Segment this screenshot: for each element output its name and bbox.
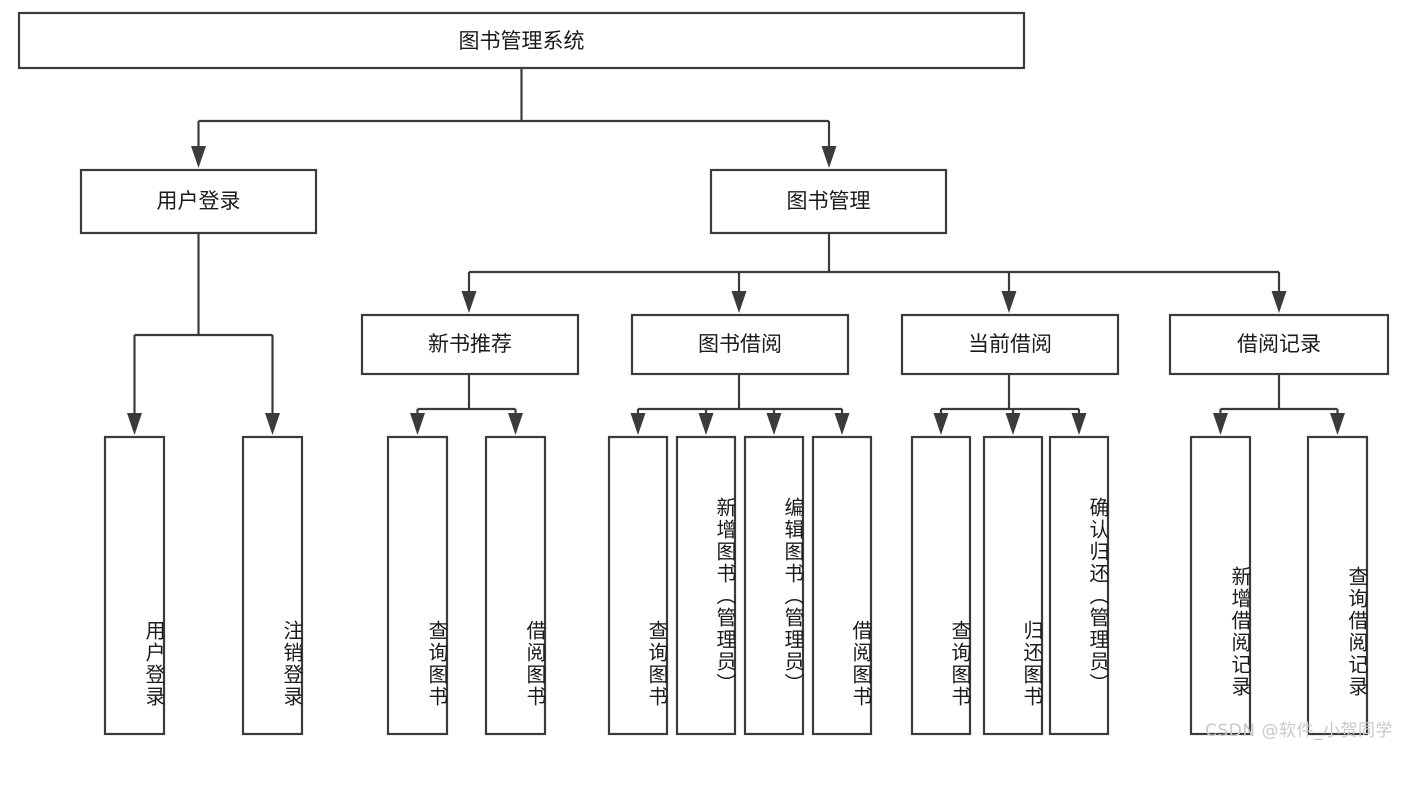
arrow-leaf-borrow-book-1 (508, 413, 523, 435)
connectors-book-manage-to-level3 (461, 233, 1287, 313)
leaf-add-book-box[interactable] (675, 435, 737, 736)
arrow-leaf-query-record (1330, 413, 1345, 435)
arrow-leaf-borrow-book-2 (834, 413, 850, 435)
node-user-login[interactable]: 用户登录 (79, 168, 318, 235)
arrow-to-book-borrow (731, 291, 747, 313)
leaf-edit-book-box[interactable] (743, 435, 805, 736)
node-current-borrow-box[interactable] (900, 313, 1120, 376)
leaf-borrow-book-2-box[interactable] (811, 435, 873, 736)
csdn-watermark: CSDN @软件_小贺同学 (1205, 721, 1393, 741)
node-book-borrow[interactable]: 图书借阅 (630, 313, 850, 376)
node-current-borrow-label: 当前借阅 (968, 332, 1052, 356)
node-book-manage-box[interactable] (709, 168, 948, 235)
node-book-borrow-label: 图书借阅 (698, 332, 782, 356)
leaf-borrow-book-1-box[interactable] (484, 435, 547, 736)
arrow-leaf-query-book-3 (933, 413, 949, 435)
arrow-to-user-login (191, 146, 206, 168)
leaf-query-book-1-box[interactable] (386, 435, 449, 736)
leaf-query-book-3-box[interactable] (910, 435, 972, 736)
arrow-leaf-query-book-2 (630, 413, 646, 435)
arrow-to-current-borrow (1001, 291, 1017, 313)
connectors-root-to-level2 (191, 68, 837, 168)
node-new-book-recommend-box[interactable] (360, 313, 580, 376)
arrow-leaf-edit-book (766, 413, 782, 435)
leaf-query-record-box[interactable] (1306, 435, 1369, 736)
leaf-query-book-2-box[interactable] (607, 435, 669, 736)
node-new-book-recommend-label: 新书推荐 (428, 332, 512, 356)
leaf-boxes (103, 435, 1369, 736)
node-book-manage-label: 图书管理 (787, 189, 871, 213)
node-user-login-label: 用户登录 (157, 189, 241, 213)
arrow-to-book-manage (821, 146, 837, 168)
flowchart-canvas: 图书管理系统 用户登录 图书管理 新书推荐 图书借阅 当前借阅 借阅记录 (17, 11, 1393, 741)
node-root[interactable]: 图书管理系统 (17, 11, 1026, 70)
leaf-add-record-box[interactable] (1189, 435, 1252, 736)
arrow-leaf-user-logout (265, 413, 280, 435)
node-root-box[interactable] (17, 11, 1026, 70)
leaf-return-book-box[interactable] (982, 435, 1044, 736)
connectors-book-borrow-to-leaves (630, 374, 850, 435)
node-book-borrow-box[interactable] (630, 313, 850, 376)
connectors-borrow-record-to-leaves (1213, 374, 1345, 435)
arrow-to-new-book-recommend (461, 291, 477, 313)
arrow-leaf-add-record (1213, 413, 1228, 435)
arrow-leaf-confirm-return (1071, 413, 1087, 435)
arrow-leaf-add-book (698, 413, 714, 435)
node-borrow-record-box[interactable] (1168, 313, 1390, 376)
node-borrow-record[interactable]: 借阅记录 (1168, 313, 1390, 376)
connectors-current-borrow-to-leaves (933, 374, 1087, 435)
node-new-book-recommend[interactable]: 新书推荐 (360, 313, 580, 376)
connectors-new-book-recommend-to-leaves (410, 374, 523, 435)
arrow-leaf-query-book-1 (410, 413, 425, 435)
functional-structure-diagram: 图书管理系统 用户登录 图书管理 新书推荐 图书借阅 当前借阅 借阅记录 (17, 11, 1390, 736)
node-current-borrow[interactable]: 当前借阅 (900, 313, 1120, 376)
connectors-user-login-to-leaves (127, 233, 280, 435)
node-root-label: 图书管理系统 (459, 29, 585, 53)
leaf-confirm-return-box[interactable] (1048, 435, 1110, 736)
node-book-manage[interactable]: 图书管理 (709, 168, 948, 235)
node-borrow-record-label: 借阅记录 (1237, 332, 1321, 356)
arrow-leaf-user-login (127, 413, 142, 435)
node-user-login-box[interactable] (79, 168, 318, 235)
leaf-user-logout-box[interactable] (241, 435, 304, 736)
arrow-leaf-return-book (1005, 413, 1021, 435)
arrow-to-borrow-record (1271, 291, 1287, 313)
leaf-user-login-box[interactable] (103, 435, 166, 736)
